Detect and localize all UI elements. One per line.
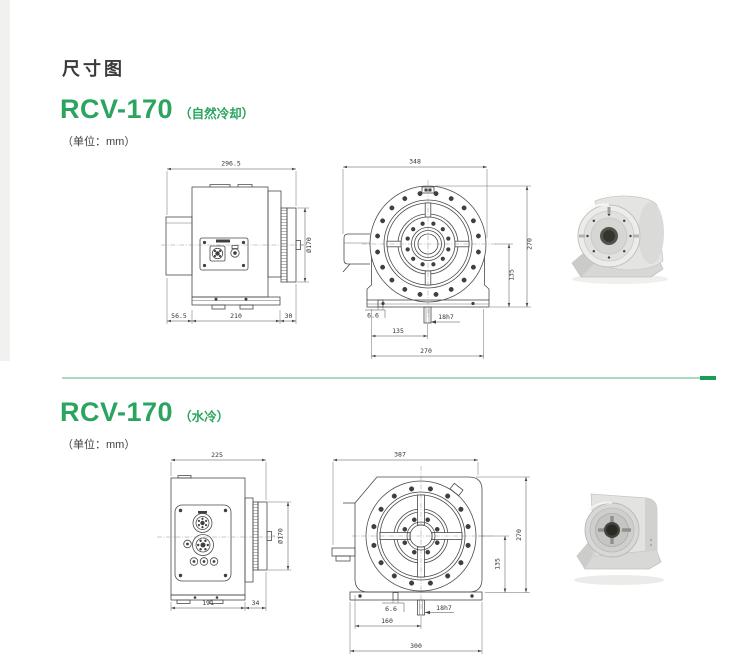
model-name: RCV-170 [60, 94, 174, 124]
machine-base [191, 296, 281, 310]
face-plate [375, 191, 481, 297]
dim-label: 135 [392, 327, 404, 335]
dimension-bottom: 6.6 18h7 160 300 [349, 595, 483, 654]
dimension-bottom: 6.6 18h7 135 270 [365, 307, 484, 359]
dimension-top: 225 [170, 451, 267, 500]
dim-label: 30 [285, 312, 293, 320]
model-variant: （自然冷却） [179, 107, 255, 121]
product-photo-water [574, 493, 664, 585]
machine-base [170, 594, 246, 604]
section-header-water: RCV-170 （水冷） [60, 397, 229, 428]
front-view-drawing-water: 387 [331, 451, 530, 654]
dim-label: 6.6 [367, 312, 379, 320]
dim-label: 160 [381, 617, 393, 625]
photo-bolt-holes [586, 213, 632, 259]
dim-label: 348 [409, 158, 421, 166]
page-edge-shadow [0, 0, 10, 361]
machine-body [170, 475, 275, 596]
page-title: 尺寸图 [62, 59, 125, 79]
unit-label: （单位：mm） [62, 439, 136, 451]
unit-label: （单位：mm） [62, 136, 136, 148]
dimension-bottom: 56.5 210 30 [166, 278, 297, 324]
keyway [417, 599, 425, 616]
dim-label: 191 [202, 599, 214, 607]
dim-label: 34 [252, 599, 260, 607]
dim-label: 270 [420, 347, 432, 355]
model-name: RCV-170 [60, 397, 174, 427]
side-view-drawing-water: 225 [157, 451, 291, 611]
product-photo-natural [571, 195, 668, 284]
dimension-top: 348 [342, 158, 488, 238]
bolt-ring-inner [405, 221, 451, 267]
dim-label: 6.6 [385, 605, 397, 613]
bolt-ring-inner [402, 517, 440, 555]
dim-label: 387 [394, 451, 406, 459]
dim-label: 18h7 [438, 313, 454, 321]
dim-label: 210 [230, 312, 242, 320]
dimension-diameter: Ø170 [268, 501, 291, 571]
dimension-right: 270 135 [476, 476, 530, 593]
side-view-drawing-natural: 296.5 [161, 160, 313, 324]
bolt-ring-outer [375, 191, 481, 297]
dimension-bottom: 191 34 [170, 572, 267, 611]
dimension-top: 296.5 [166, 160, 297, 215]
dim-label: 225 [211, 451, 223, 459]
dim-label: 135 [508, 269, 516, 281]
machine-body [165, 184, 304, 298]
section-header-natural: RCV-170 （自然冷却） [60, 94, 254, 125]
dim-label: 270 [515, 529, 523, 541]
bolt-ring-outer [371, 486, 471, 586]
dim-label: Ø170 [277, 528, 285, 544]
machine-front-body [331, 476, 483, 601]
connector-panel [199, 237, 249, 271]
keyway [423, 306, 432, 324]
dim-label: Ø170 [305, 237, 313, 253]
dimension-top: 387 [332, 451, 479, 545]
dim-label: 270 [526, 238, 534, 250]
model-variant: （水冷） [179, 410, 230, 424]
divider-accent [700, 376, 716, 380]
dimension-diameter: Ø170 [297, 207, 313, 283]
dim-label: 296.5 [221, 160, 241, 168]
front-view-drawing-natural: 348 [342, 158, 534, 359]
dimension-right: 270 135 [435, 185, 534, 308]
dim-label: 18h7 [436, 604, 452, 612]
dim-label: 135 [494, 558, 502, 570]
section-divider [62, 376, 716, 380]
connector-panel [174, 504, 232, 582]
dim-label: 56.5 [171, 312, 187, 320]
dim-label: 300 [410, 642, 422, 650]
